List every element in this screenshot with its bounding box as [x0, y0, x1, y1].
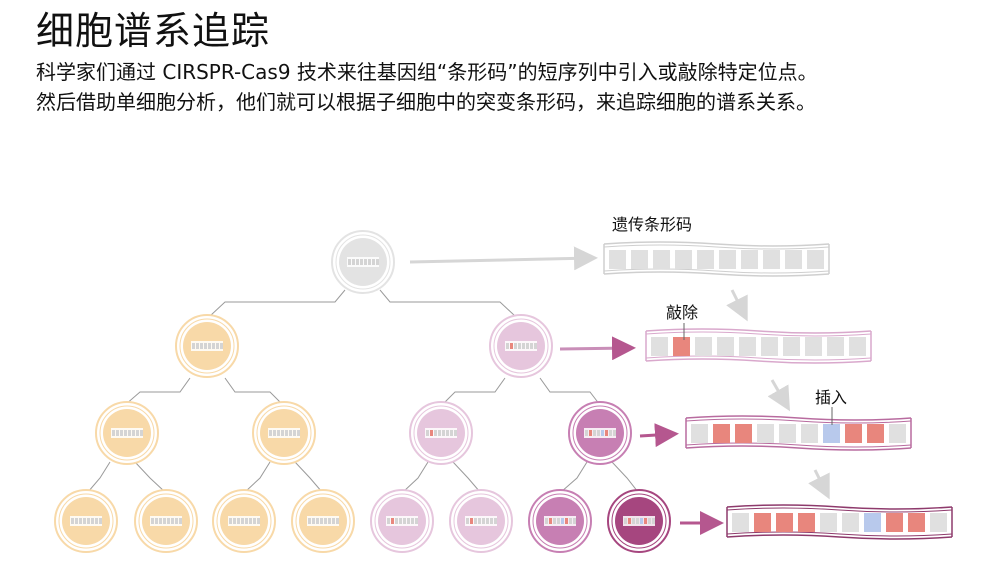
barcode-slot-empty: [732, 513, 749, 532]
barcode-slot-empty: [691, 424, 708, 443]
barcode-slot-empty: [801, 424, 818, 443]
barcode-slot-empty: [930, 513, 947, 532]
knockout-label: 敲除: [666, 303, 698, 322]
connector-l1-left-b: [224, 377, 284, 406]
cell-l2-orange-a: [95, 401, 159, 465]
barcode-strip-gen3: [726, 504, 953, 540]
barcode-slot-knockout: [845, 424, 862, 443]
barcode-slot-knockout: [908, 513, 925, 532]
barcode-slot-empty: [653, 250, 670, 269]
barcode-strip-gen1: [645, 328, 872, 364]
cell-l3-purple-b: [449, 489, 513, 553]
barcode-slot-knockout: [867, 424, 884, 443]
barcode-slot-knockout: [754, 513, 771, 532]
connector-l2-b2: [294, 461, 323, 493]
step-arrow-1: [726, 289, 748, 322]
barcode-slot-empty: [695, 337, 712, 356]
barcode-slot-empty: [805, 337, 822, 356]
cell-l2-purple-a: [409, 401, 473, 465]
barcode-slot-knockout: [886, 513, 903, 532]
barcode-label: 遗传条形码: [612, 215, 692, 234]
barcode-slot-empty: [820, 513, 837, 532]
barcode-slot-empty: [807, 250, 824, 269]
step-arrow-3: [808, 469, 830, 500]
barcode-slot-empty: [757, 424, 774, 443]
barcode-slot-insert: [864, 513, 881, 532]
connector-root-left: [209, 289, 346, 317]
connector-l2-a2: [134, 461, 166, 493]
barcode-slot-insert: [823, 424, 840, 443]
description-line-2: 然后借助单细胞分析，他们就可以根据子细胞中的突变条形码，来追踪细胞的谱系关系。: [36, 90, 816, 114]
cell-l3-orange-a: [54, 489, 118, 553]
cell-l3-orange-d: [291, 489, 355, 553]
barcode-slot-empty: [675, 250, 692, 269]
barcode-slot-knockout: [673, 337, 690, 356]
barcode-slot-empty: [842, 513, 859, 532]
barcode-slot-empty: [849, 337, 866, 356]
description-line-1: 科学家们通过 CIRSPR-Cas9 技术来往基因组“条形码”的短序列中引入或敲…: [36, 60, 818, 84]
cell-l3-purple-d: [607, 489, 671, 553]
arrow-l1-to-barcode: [559, 336, 636, 361]
barcode-slot-empty: [761, 337, 778, 356]
connector-l1-right-a: [441, 377, 506, 406]
insert-label: 插入: [815, 388, 847, 407]
tree-connectors: [87, 289, 639, 493]
arrow-root-to-barcode: [409, 246, 598, 271]
cell-l3-orange-c: [212, 489, 276, 553]
connector-l1-right-b: [539, 377, 601, 406]
barcode-slot-knockout: [798, 513, 815, 532]
cell-l2-orange-b: [252, 401, 316, 465]
barcode-slot-knockout: [735, 424, 752, 443]
cell-root: [331, 230, 395, 294]
barcode-slot-empty: [739, 337, 756, 356]
cell-l3-purple-c: [528, 489, 592, 553]
barcode-slot-knockout: [776, 513, 793, 532]
barcode-slot-empty: [631, 250, 648, 269]
connector-l2-b1: [244, 461, 271, 493]
barcode-slot-empty: [783, 337, 800, 356]
cell-l2-purple-b: [568, 401, 632, 465]
arrow-l2-to-barcode: [639, 423, 679, 448]
page-title: 细胞谱系追踪: [36, 9, 271, 53]
barcode-slot-empty: [717, 337, 734, 356]
barcode-slot-knockout: [713, 424, 730, 443]
connector-l2-d2: [611, 461, 639, 493]
connector-l2-a1: [87, 461, 111, 493]
cell-l1-orange: [175, 314, 239, 378]
barcode-strip-gen2: [685, 415, 912, 451]
cell-l3-purple-a: [370, 489, 434, 553]
barcode-slot-empty: [719, 250, 736, 269]
cell-l3-orange-b: [134, 489, 198, 553]
barcode-slot-empty: [609, 250, 626, 269]
step-arrow-2: [767, 379, 790, 412]
connector-l2-c2: [452, 461, 481, 493]
barcode-slot-empty: [763, 250, 780, 269]
barcode-slot-empty: [651, 337, 668, 356]
barcode-slot-empty: [827, 337, 844, 356]
cell-l1-purple: [489, 314, 553, 378]
connector-l2-d1: [560, 461, 588, 493]
barcode-slot-empty: [785, 250, 802, 269]
barcode-strip-original: [603, 241, 830, 277]
barcode-slot-empty: [741, 250, 758, 269]
barcode-slot-empty: [779, 424, 796, 443]
connector-l2-c1: [402, 461, 429, 493]
barcode-slot-empty: [889, 424, 906, 443]
barcode-slot-empty: [697, 250, 714, 269]
connector-l1-left-a: [124, 377, 191, 406]
connector-root-right: [379, 289, 516, 317]
